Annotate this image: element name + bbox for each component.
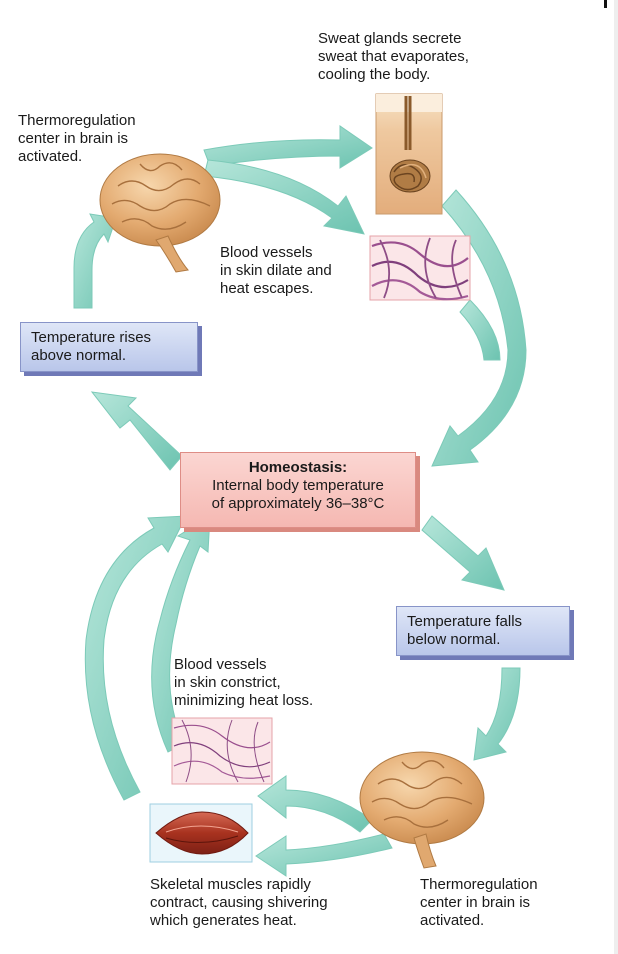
- homeostasis-line: Internal body temperature: [212, 477, 384, 494]
- caption-thermoregulation-top: Thermoregulation center in brain is acti…: [18, 112, 136, 166]
- caption-skeletal-muscles: Skeletal muscles rapidly contract, causi…: [150, 876, 328, 930]
- arrow-muscle-to-homeostasis: [84, 515, 187, 801]
- caption-line: Skeletal muscles rapidly: [150, 876, 311, 893]
- caption-line: center in brain is: [420, 894, 531, 911]
- box-line: Temperature rises: [31, 329, 152, 346]
- arrow-brain-to-sweat: [203, 125, 373, 169]
- caption-line: cooling the body.: [318, 66, 431, 83]
- caption-line: which generates heat.: [150, 912, 297, 929]
- caption-line: sweat that evaporates,: [318, 48, 469, 65]
- box-line: below normal.: [407, 631, 501, 648]
- muscle-icon: [149, 803, 253, 863]
- arrows-lower: [84, 515, 521, 877]
- caption-vessels-dilate: Blood vessels in skin dilate and heat es…: [220, 244, 332, 298]
- caption-line: contract, causing shivering: [150, 894, 328, 911]
- caption-line: Thermoregulation: [420, 876, 538, 893]
- corner-mark: [604, 0, 607, 8]
- homeostasis-line: of approximately 36–38°C: [211, 495, 385, 512]
- caption-line: Blood vessels: [174, 656, 267, 673]
- arrow-sweat-to-homeostasis: [431, 189, 527, 467]
- homeostasis-title: Homeostasis:: [248, 459, 348, 476]
- arrow-rises-to-brain: [73, 213, 117, 309]
- caption-line: Thermoregulation: [18, 112, 136, 129]
- box-line: above normal.: [31, 347, 127, 364]
- arrow-brain-to-constrict: [257, 775, 373, 833]
- arrow-falls-to-brain: [473, 667, 521, 761]
- blood-vessel-icon: [171, 717, 273, 785]
- arrow-homeostasis-to-rises: [90, 391, 183, 471]
- temperature-falls-box: Temperature falls below normal.: [396, 606, 570, 656]
- caption-line: Blood vessels: [220, 244, 313, 261]
- arrow-brain-to-muscle: [255, 833, 393, 877]
- arrow-constrict-to-homeostasis: [151, 515, 211, 753]
- sweat-gland-icon: [375, 93, 443, 215]
- caption-line: center in brain is: [18, 130, 129, 147]
- caption-thermoregulation-bottom: Thermoregulation center in brain is acti…: [420, 876, 538, 930]
- brain-icon: [359, 751, 485, 869]
- brain-icon: [99, 153, 221, 273]
- temperature-rises-box: Temperature rises above normal.: [20, 322, 198, 372]
- homeostasis-box: Homeostasis: Internal body temperature o…: [180, 452, 416, 528]
- caption-line: in skin constrict,: [174, 674, 281, 691]
- arrow-dilate-to-homeostasis: [459, 299, 501, 361]
- caption-sweat-glands: Sweat glands secrete sweat that evaporat…: [318, 30, 469, 84]
- box-line: Temperature falls: [407, 613, 523, 630]
- caption-vessels-constrict: Blood vessels in skin constrict, minimiz…: [174, 656, 313, 710]
- caption-line: activated.: [420, 912, 485, 929]
- caption-line: in skin dilate and: [220, 262, 332, 279]
- caption-line: minimizing heat loss.: [174, 692, 314, 709]
- caption-line: heat escapes.: [220, 280, 314, 297]
- page-edge: [614, 0, 618, 954]
- arrow-homeostasis-to-falls: [421, 515, 505, 591]
- caption-line: activated.: [18, 148, 83, 165]
- blood-vessel-icon: [369, 235, 471, 301]
- caption-line: Sweat glands secrete: [318, 30, 462, 47]
- arrows-upper: [73, 125, 527, 471]
- arrow-brain-to-dilate: [203, 159, 365, 235]
